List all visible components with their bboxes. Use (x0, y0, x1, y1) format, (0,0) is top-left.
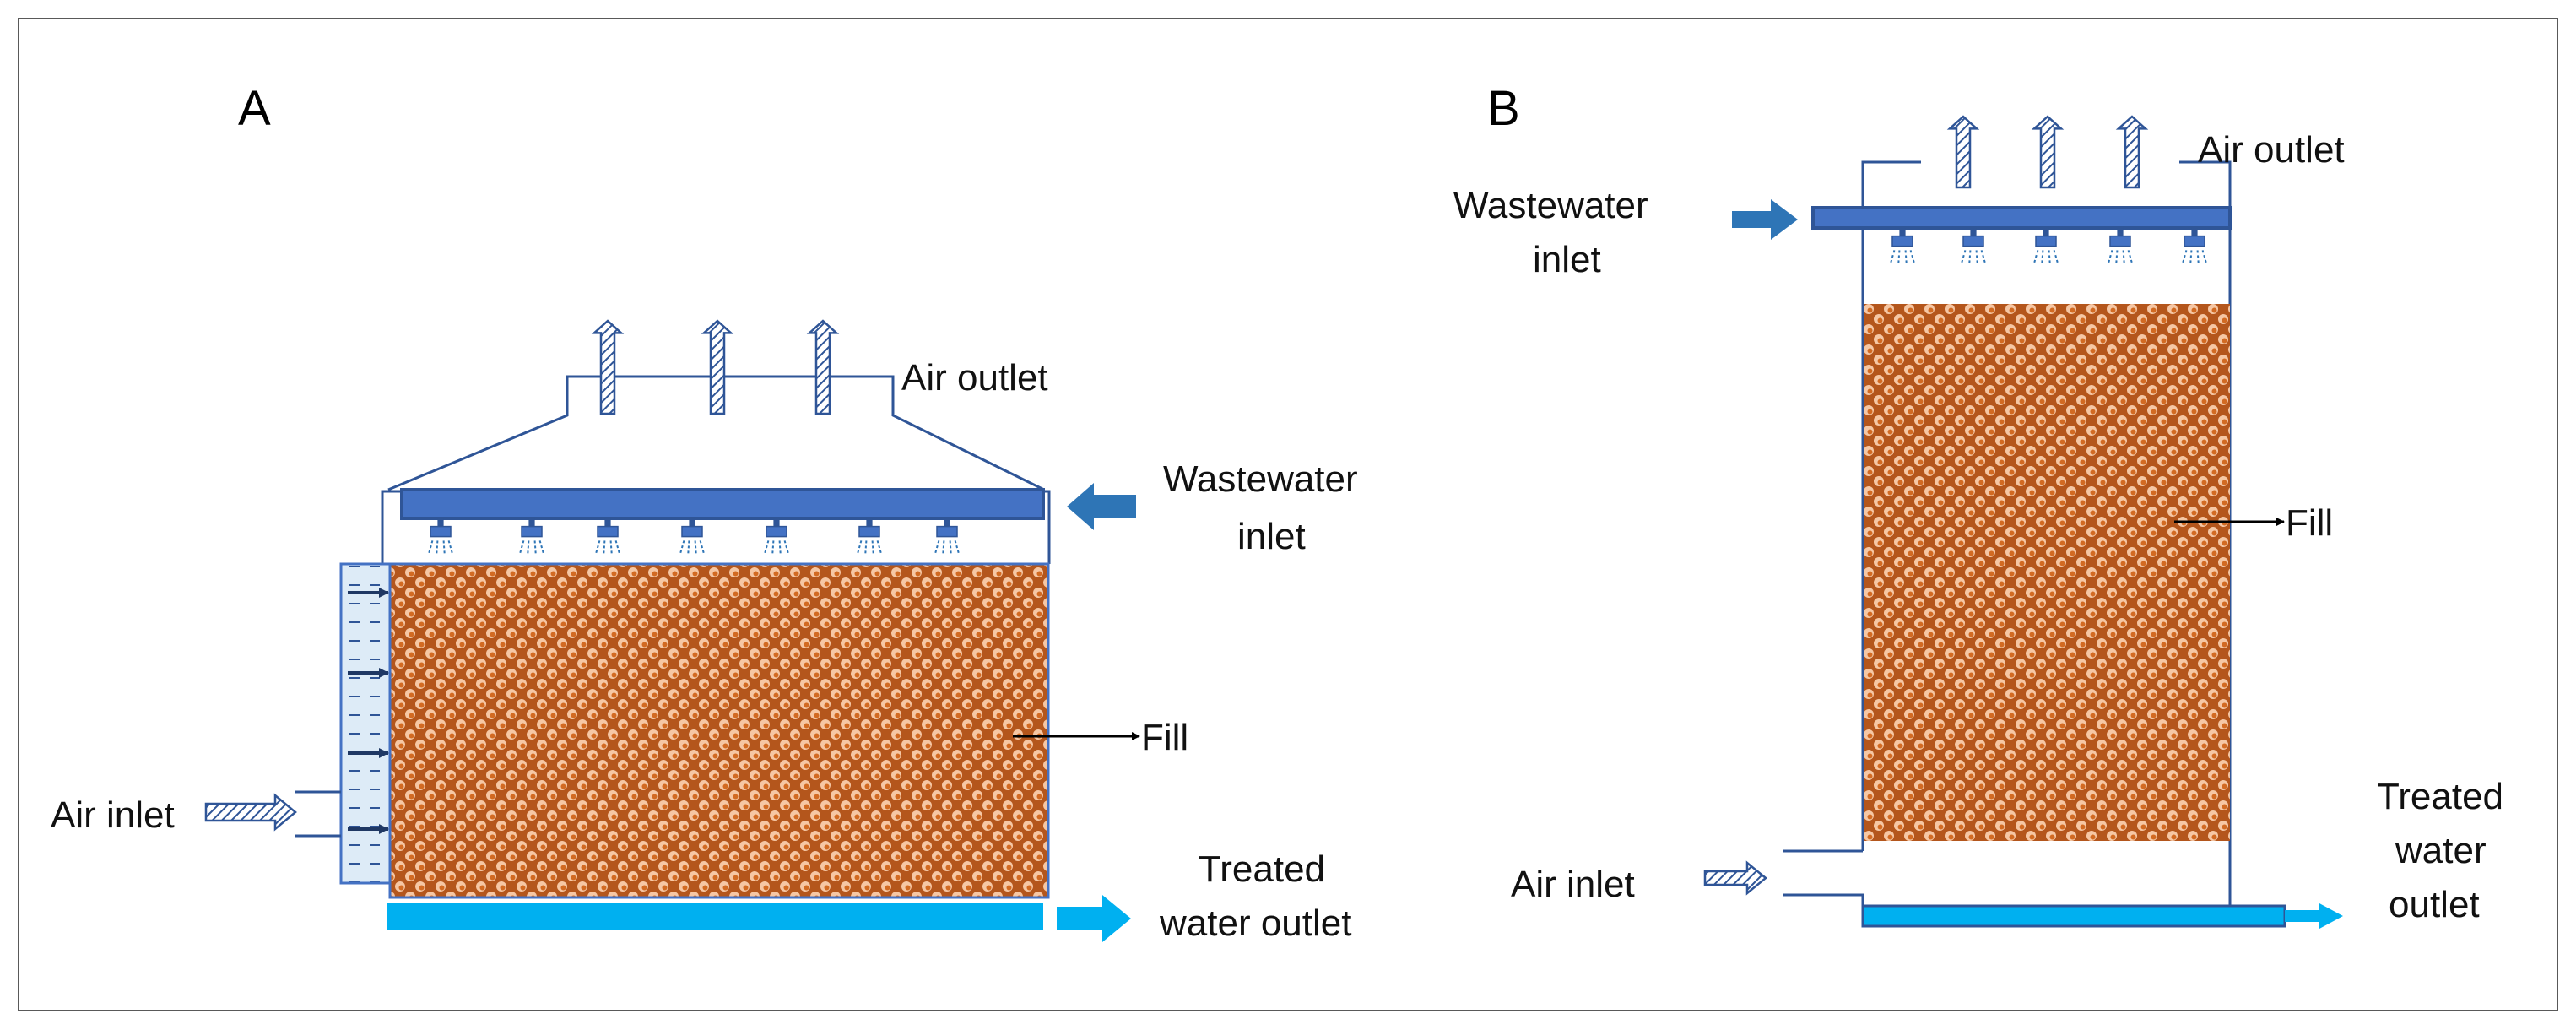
spray-nozzle (427, 518, 454, 556)
air-outlet-arrow (701, 319, 734, 415)
spray-nozzle (1889, 228, 1916, 265)
panel-b-letter: B (1487, 81, 1520, 136)
panel-a-treated-water-label: Treated water outlet (1159, 848, 1351, 944)
panel-b-air-inlet-label: Air inlet (1511, 864, 1635, 905)
panel-a-wastewater-inlet-label: Wastewater inlet (1163, 458, 1368, 557)
panel-a-wastewater-inlet-arrow (1067, 483, 1136, 530)
panel-b-air-inlet-duct (1783, 893, 1864, 908)
panel-a-treated-water-channel (387, 903, 1043, 930)
panel-b-treated-water-label: Treated water outlet (2377, 776, 2514, 925)
panel-a-fill-media (388, 562, 1050, 899)
panel-b: B Air outlet Wastewater inlet Fill Air i… (1453, 81, 2514, 929)
air-outlet-arrow (806, 319, 840, 415)
spray-nozzle (594, 518, 621, 556)
label-line: inlet (1237, 516, 1306, 557)
spray-nozzle (2032, 228, 2059, 265)
spray-nozzle (2107, 228, 2134, 265)
figure-frame (18, 18, 2558, 1011)
label-line: water outlet (1159, 903, 1351, 944)
panel-a-air-outlet-arrows (591, 319, 840, 415)
panel-a-spray-nozzles (427, 518, 961, 556)
spray-nozzle (679, 518, 706, 556)
panel-b-fill-media (1864, 304, 2230, 841)
panel-b-distribution-pipe (1811, 206, 2232, 230)
panel-a-side-louver (339, 562, 392, 885)
panel-a-louver-arrows (348, 588, 389, 834)
spray-nozzle (934, 518, 961, 556)
panel-a-air-outlet-label: Air outlet (901, 357, 1048, 398)
air-outlet-arrow (591, 319, 625, 415)
air-outlet-arrow (2031, 115, 2065, 189)
air-outlet-arrow (2115, 115, 2149, 189)
panel-a-fill-label: Fill (1141, 717, 1188, 758)
panel-a-air-inlet-label: Air inlet (51, 794, 175, 836)
panel-a-distribution-pipe (400, 488, 1045, 520)
panel-b-spray-nozzles (1889, 228, 2208, 265)
panel-b-air-outlet-arrows (1946, 115, 2149, 189)
spray-nozzle (763, 518, 790, 556)
label-line: Treated (2377, 776, 2503, 817)
panel-b-treated-water-channel (1861, 904, 2286, 928)
label-line: Treated (1199, 848, 1325, 890)
label-line: water (2395, 830, 2487, 871)
air-outlet-arrow (1946, 115, 1980, 189)
panel-b-air-outlet-label: Air outlet (2198, 129, 2345, 171)
panel-a-hood-roof (387, 375, 1045, 491)
spray-nozzle (856, 518, 883, 556)
panel-a: A Air outlet Wast (51, 81, 1368, 944)
panel-b-tower-left-wall (1861, 160, 1921, 851)
spray-nozzle (1960, 228, 1987, 265)
panel-b-air-inlet-arrow (1703, 860, 1767, 896)
label-line: inlet (1533, 239, 1601, 280)
label-line: Wastewater (1453, 185, 1648, 226)
panel-a-letter: A (238, 81, 271, 136)
spray-nozzle (518, 518, 545, 556)
panel-a-air-inlet-arrow (204, 793, 297, 832)
spray-nozzle (2181, 228, 2208, 265)
panel-b-fill-label: Fill (2286, 502, 2333, 544)
label-line: outlet (2389, 884, 2480, 925)
label-line: Wastewater (1163, 458, 1358, 500)
panel-b-wastewater-inlet-label: Wastewater inlet (1453, 185, 1659, 280)
panel-b-wastewater-inlet-arrow (1732, 199, 1798, 240)
panel-b-treated-water-arrow (2285, 903, 2343, 929)
panel-a-treated-water-arrow (1057, 895, 1131, 942)
